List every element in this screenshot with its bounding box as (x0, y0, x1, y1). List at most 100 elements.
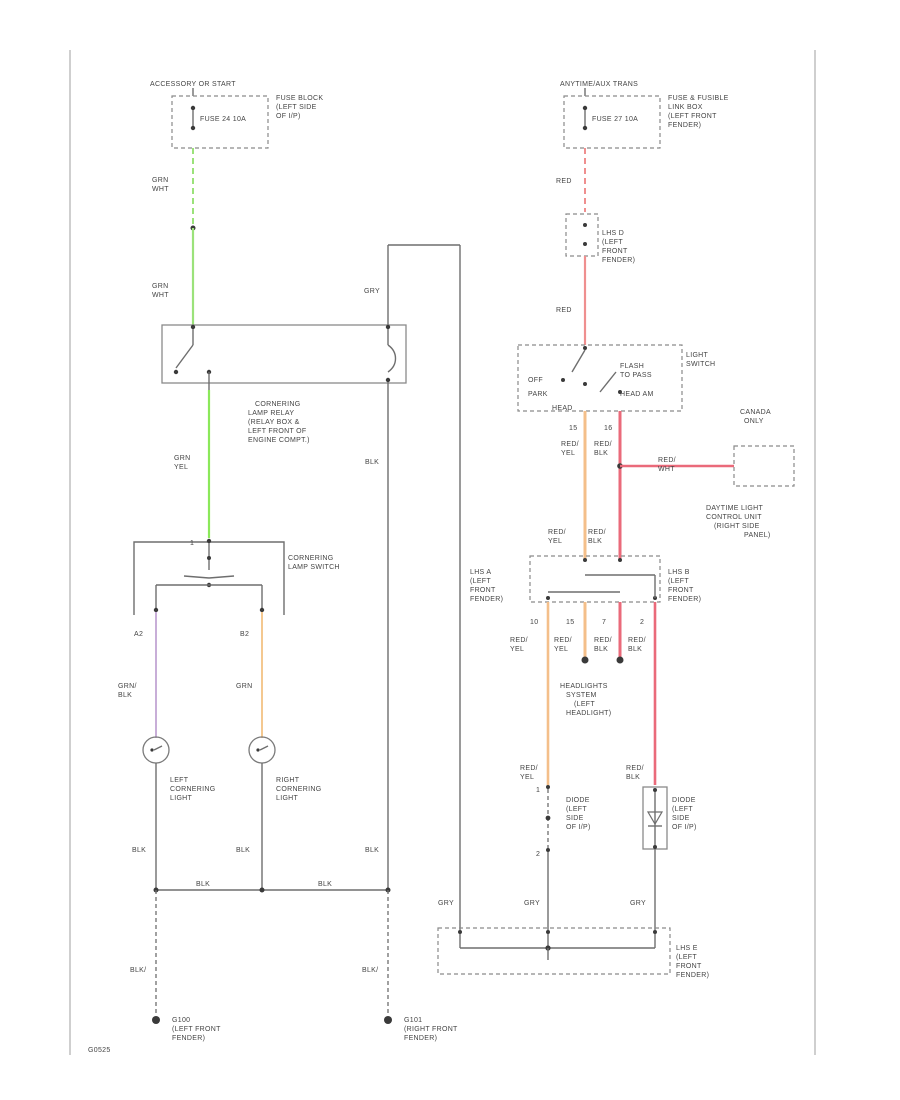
svg-text:DAYTIME LIGHT: DAYTIME LIGHT (706, 505, 763, 512)
svg-text:RED/: RED/ (626, 765, 644, 772)
svg-text:WHT: WHT (152, 186, 169, 193)
right-fuse-block (563, 95, 661, 149)
svg-text:BLK: BLK (626, 774, 640, 781)
svg-text:YEL: YEL (548, 538, 562, 545)
svg-text:SIDE: SIDE (672, 815, 690, 822)
svg-text:GRN: GRN (152, 177, 168, 184)
svg-text:G101: G101 (404, 1017, 422, 1024)
svg-text:(LEFT: (LEFT (574, 701, 595, 708)
svg-text:FRONT: FRONT (668, 587, 694, 594)
svg-text:GRN: GRN (174, 455, 190, 462)
svg-text:GRY: GRY (438, 900, 454, 907)
svg-text:FENDER): FENDER) (668, 596, 701, 603)
svg-text:LINK BOX: LINK BOX (668, 104, 703, 111)
svg-text:RED/: RED/ (520, 765, 538, 772)
svg-text:LHS E: LHS E (676, 945, 698, 952)
svg-text:LIGHT: LIGHT (686, 352, 709, 359)
svg-text:A2: A2 (134, 631, 143, 638)
svg-text:RED/: RED/ (594, 637, 612, 644)
svg-text:B2: B2 (240, 631, 249, 638)
svg-text:PARK: PARK (528, 391, 548, 398)
svg-text:LHS B: LHS B (668, 569, 690, 576)
svg-text:RED/: RED/ (554, 637, 572, 644)
svg-text:(LEFT: (LEFT (676, 954, 697, 961)
svg-text:(RIGHT SIDE: (RIGHT SIDE (714, 523, 760, 530)
svg-text:HEAD AM: HEAD AM (620, 391, 654, 398)
svg-text:(RIGHT FRONT: (RIGHT FRONT (404, 1026, 458, 1033)
svg-text:FRONT: FRONT (676, 963, 702, 970)
svg-text:FUSE BLOCK: FUSE BLOCK (276, 95, 323, 102)
svg-text:GRY: GRY (630, 900, 646, 907)
svg-text:RED/: RED/ (548, 529, 566, 536)
svg-text:CORNERING: CORNERING (276, 786, 321, 793)
svg-text:RIGHT: RIGHT (276, 777, 300, 784)
svg-text:(LEFT FRONT: (LEFT FRONT (668, 113, 717, 120)
lhs-a-connector (529, 555, 661, 603)
svg-text:HEAD: HEAD (552, 405, 573, 412)
svg-text:BLK: BLK (132, 847, 146, 854)
svg-text:GRY: GRY (524, 900, 540, 907)
svg-text:ONLY: ONLY (744, 418, 764, 425)
svg-text:SWITCH: SWITCH (686, 361, 715, 368)
svg-text:(LEFT: (LEFT (668, 578, 689, 585)
right-cornering-light-icon (248, 736, 276, 764)
svg-text:FRONT: FRONT (602, 248, 628, 255)
right-source-label: ANYTIME/AUX TRANS (560, 81, 638, 88)
diagram-id: G0525 (88, 1047, 111, 1054)
ground-left-icon (152, 1016, 160, 1024)
svg-text:WHT: WHT (152, 292, 169, 299)
svg-text:FENDER): FENDER) (404, 1035, 437, 1042)
left-source-label: ACCESSORY OR START (150, 81, 236, 88)
svg-text:RED/: RED/ (594, 441, 612, 448)
svg-text:YEL: YEL (561, 450, 575, 457)
svg-text:CORNERING: CORNERING (170, 786, 215, 793)
svg-text:HEADLIGHTS: HEADLIGHTS (560, 683, 608, 690)
svg-text:10: 10 (530, 619, 538, 626)
svg-text:FENDER): FENDER) (470, 596, 503, 603)
svg-text:BLK/: BLK/ (362, 967, 378, 974)
svg-text:RED: RED (556, 307, 572, 314)
svg-text:LAMP RELAY: LAMP RELAY (248, 410, 294, 417)
svg-text:16: 16 (604, 425, 612, 432)
svg-text:CORNERING: CORNERING (255, 401, 300, 408)
svg-text:LIGHT: LIGHT (170, 795, 193, 802)
svg-text:HEADLIGHT): HEADLIGHT) (566, 710, 611, 717)
lhs-d-connector (565, 213, 599, 257)
svg-text:YEL: YEL (510, 646, 524, 653)
svg-text:OF I/P): OF I/P) (276, 113, 301, 120)
svg-text:YEL: YEL (554, 646, 568, 653)
svg-text:BLK: BLK (196, 881, 210, 888)
svg-text:FENDER): FENDER) (668, 122, 701, 129)
svg-text:CONTROL UNIT: CONTROL UNIT (706, 514, 762, 521)
svg-text:GRY: GRY (364, 288, 380, 295)
svg-text:RED/: RED/ (628, 637, 646, 644)
svg-text:GRN/: GRN/ (118, 683, 137, 690)
svg-text:(LEFT: (LEFT (672, 806, 693, 813)
svg-text:(LEFT FRONT: (LEFT FRONT (172, 1026, 221, 1033)
left-fuse-block (171, 95, 269, 149)
svg-text:OF I/P): OF I/P) (566, 824, 591, 831)
svg-text:1: 1 (190, 540, 194, 547)
svg-text:RED/: RED/ (658, 457, 676, 464)
svg-text:FRONT: FRONT (470, 587, 496, 594)
svg-text:15: 15 (569, 425, 577, 432)
svg-text:DIODE: DIODE (566, 797, 590, 804)
svg-text:LEFT FRONT OF: LEFT FRONT OF (248, 428, 306, 435)
svg-text:LHS A: LHS A (470, 569, 491, 576)
svg-text:BLK/: BLK/ (130, 967, 146, 974)
svg-text:DIODE: DIODE (672, 797, 696, 804)
svg-text:OFF: OFF (528, 377, 543, 384)
svg-text:(LEFT: (LEFT (602, 239, 623, 246)
svg-text:CANADA: CANADA (740, 409, 771, 416)
svg-text:(RELAY BOX &: (RELAY BOX & (248, 419, 300, 426)
svg-text:WHT: WHT (658, 466, 675, 473)
svg-text:LIGHT: LIGHT (276, 795, 299, 802)
svg-text:1: 1 (536, 787, 540, 794)
svg-text:FLASH: FLASH (620, 363, 644, 370)
svg-text:SIDE: SIDE (566, 815, 584, 822)
svg-text:YEL: YEL (520, 774, 534, 781)
svg-text:CORNERING: CORNERING (288, 555, 333, 562)
svg-text:FENDER): FENDER) (676, 972, 709, 979)
svg-text:FUSE 27 10A: FUSE 27 10A (592, 116, 638, 123)
svg-text:BLK: BLK (118, 692, 132, 699)
